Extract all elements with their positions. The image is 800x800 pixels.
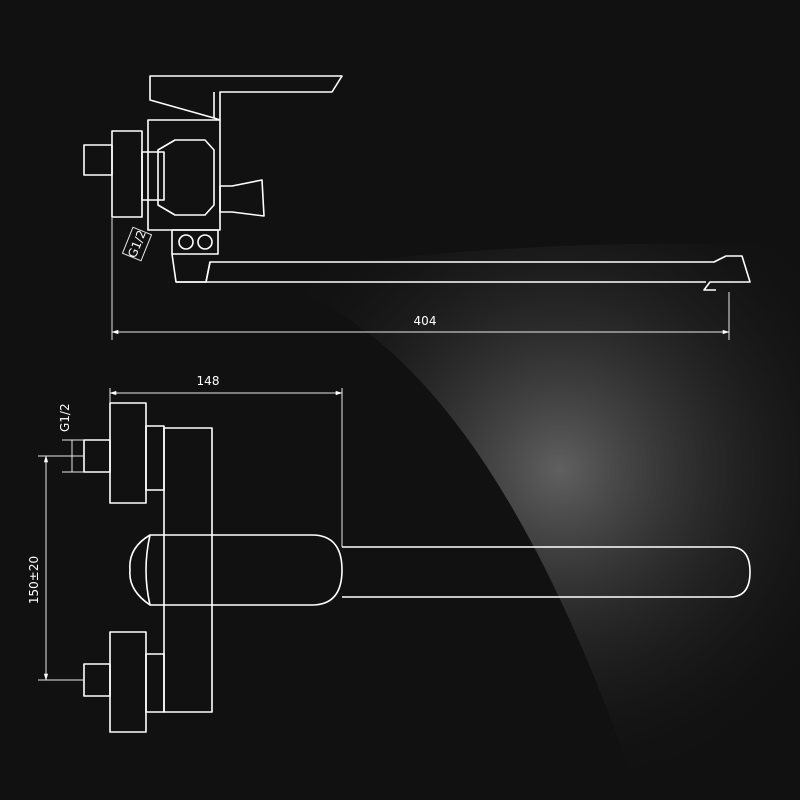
top-spout: [342, 546, 751, 598]
top-lever: [129, 534, 343, 606]
top-body-bar: [163, 427, 213, 713]
side-spout-joint: [205, 261, 211, 283]
side-body-hex: [157, 139, 215, 216]
top-view: 148 G1/2 150±20: [27, 374, 751, 733]
top-thread-label: G1/2: [58, 403, 72, 432]
top-depth-label: 148: [197, 374, 220, 388]
side-collar-screw-right: [197, 234, 213, 250]
side-diverter-knob: [219, 179, 265, 217]
side-thread-box: [121, 226, 153, 262]
side-collar-screw-left: [178, 234, 194, 250]
glare-highlight: [230, 243, 800, 800]
side-lever-handle: [149, 75, 343, 121]
top-center-distance-label: 150±20: [27, 556, 41, 604]
side-length-label: 404: [414, 314, 437, 328]
top-lever-edge: [145, 534, 151, 606]
side-spout-collar: [171, 229, 219, 255]
side-nut: [141, 151, 165, 201]
